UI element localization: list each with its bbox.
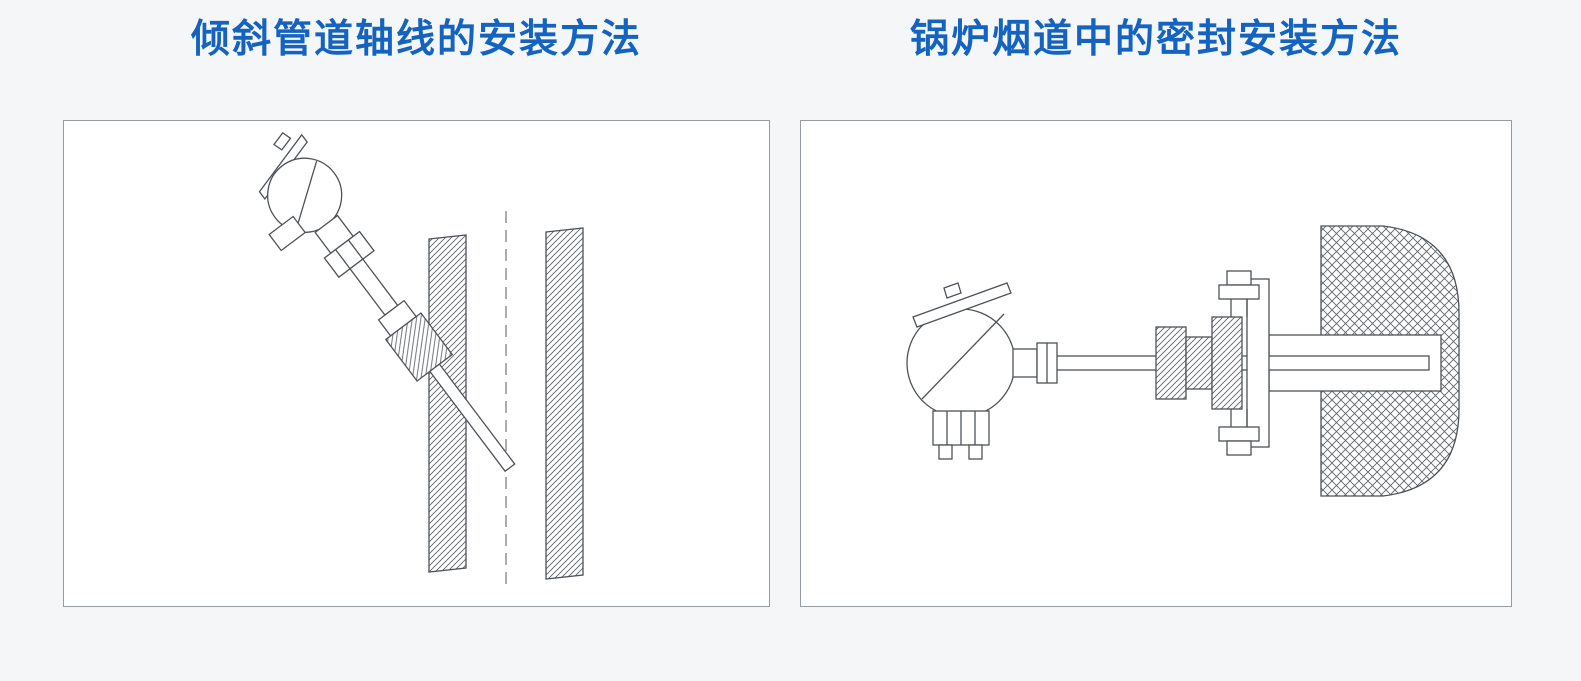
bottom-bolt-nut — [1218, 426, 1260, 442]
cap-screw — [943, 282, 962, 299]
head-hinge-line — [295, 161, 318, 230]
pipe-wall-left — [428, 234, 467, 573]
panel-inclined-pipe: 倾斜管道轴线的安装方法 — [63, 18, 770, 607]
content-area: 倾斜管道轴线的安装方法 — [63, 18, 1512, 607]
panel-title-boiler-flue: 锅炉烟道中的密封安装方法 — [909, 18, 1402, 61]
thermocouple-assembly — [258, 132, 516, 473]
bottom-bolt-head — [1226, 440, 1252, 456]
boiler-flue-diagram — [906, 225, 1460, 497]
head-hinge-line — [921, 313, 1005, 400]
gland-block-3 — [1211, 316, 1243, 410]
cap-screw — [273, 132, 292, 151]
inclined-pipe-diagram — [258, 132, 584, 589]
top-bolt-head — [1226, 270, 1252, 286]
cable-gland-tooth-right — [968, 444, 983, 460]
stem — [349, 258, 399, 316]
diagram-frame-boiler-flue — [800, 120, 1512, 607]
diagram-frame-inclined-pipe — [63, 120, 770, 607]
vertical-pipe — [428, 227, 584, 580]
gland-block-2 — [1185, 336, 1213, 390]
pipe-wall-right — [545, 227, 584, 580]
flange-plate — [1246, 278, 1270, 448]
head-cap — [912, 282, 1012, 328]
top-bolt-nut — [1218, 284, 1260, 300]
gland-block-1 — [1155, 326, 1187, 400]
protection-tube — [428, 363, 516, 473]
panel-boiler-flue: 锅炉烟道中的密封安装方法 — [800, 18, 1512, 607]
head-adapter — [1012, 348, 1038, 378]
cable-entry — [268, 215, 307, 252]
panel-title-inclined-pipe: 倾斜管道轴线的安装方法 — [190, 18, 642, 61]
cable-gland-tooth-left — [938, 444, 953, 460]
